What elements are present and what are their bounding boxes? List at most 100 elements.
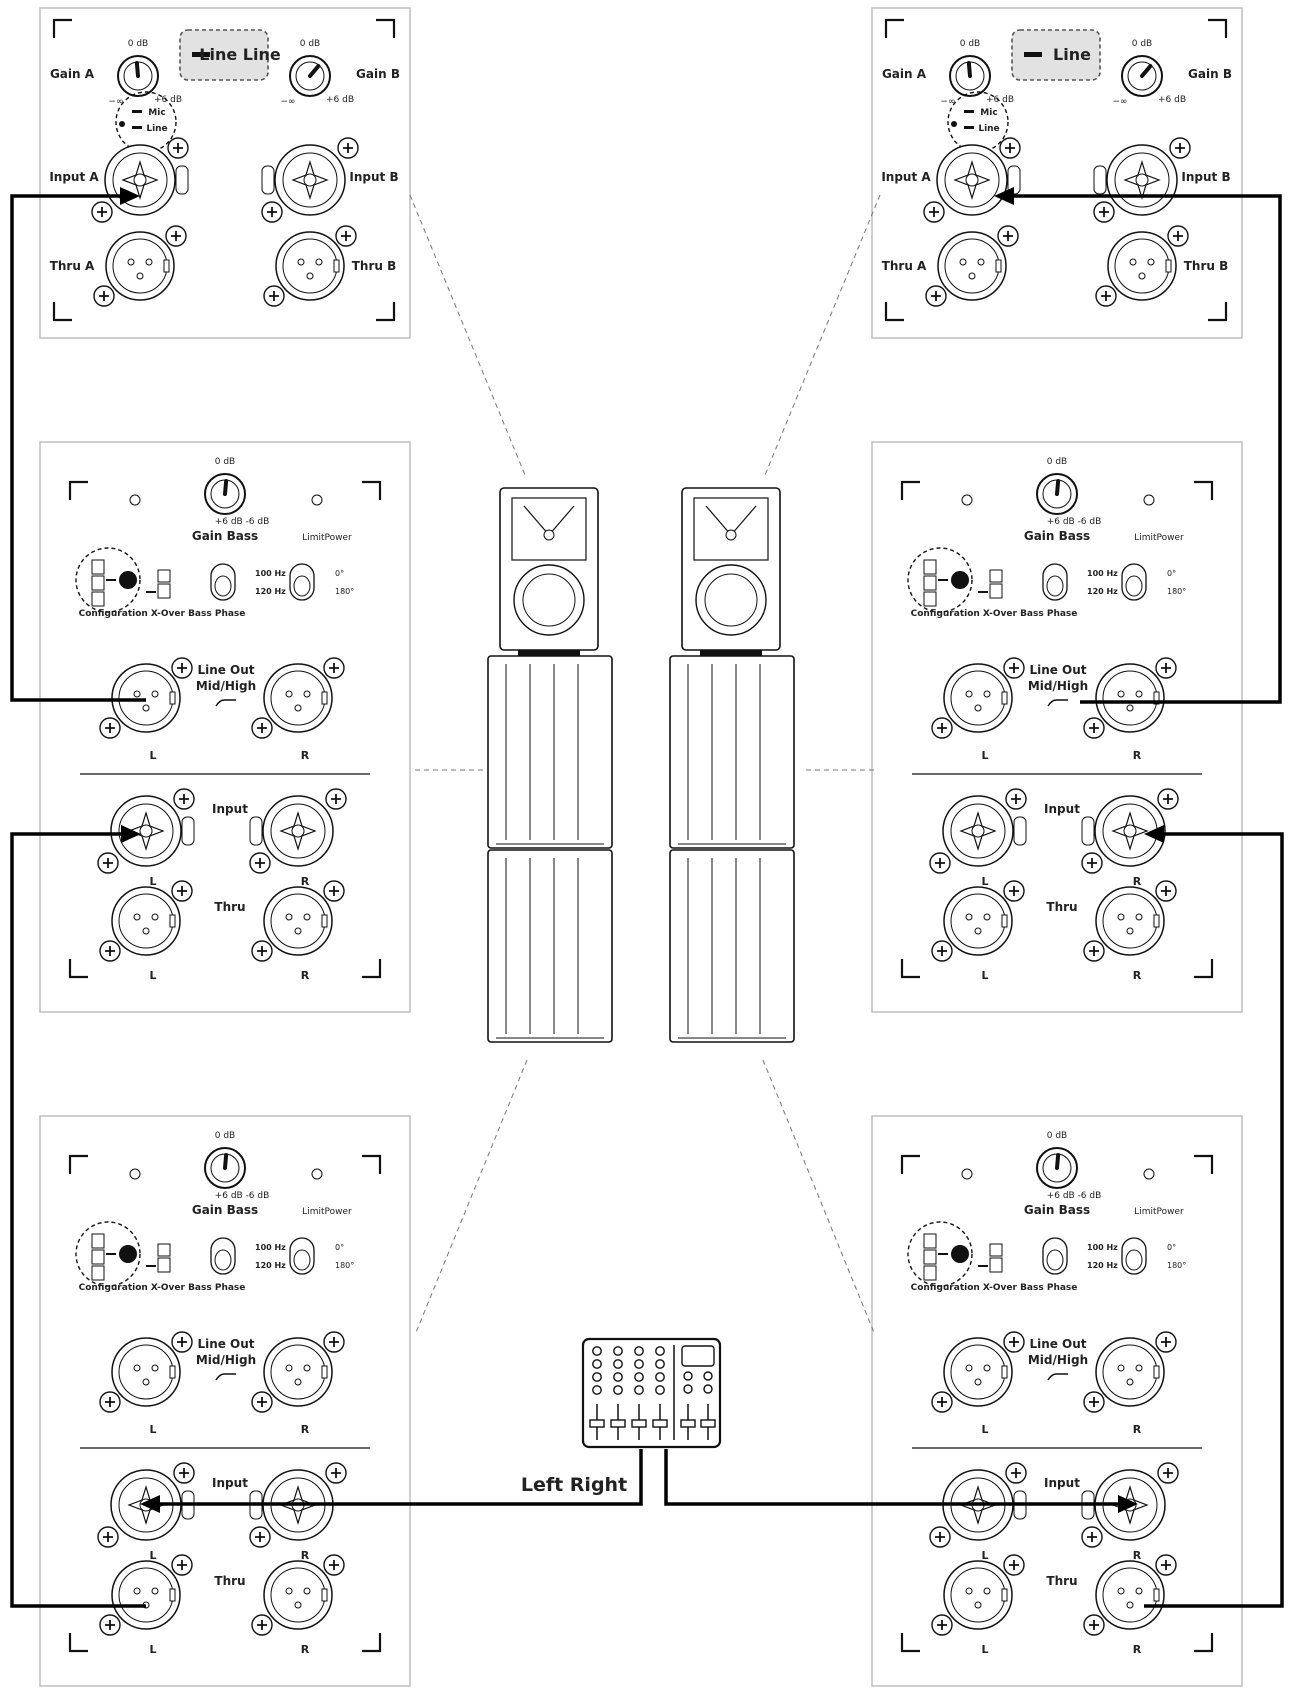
guide-line xyxy=(414,1059,528,1336)
label-zero-db: 0 dB xyxy=(215,457,235,467)
xlr-pin xyxy=(1138,272,1146,280)
gain-bass-knob xyxy=(1036,473,1078,515)
screw-cross xyxy=(269,291,279,301)
line-led xyxy=(192,52,210,57)
mixer-knob xyxy=(592,1346,602,1356)
label-hz120: 120 Hz xyxy=(1087,1261,1118,1270)
input-l-combo xyxy=(929,788,1027,874)
thru-l-xlr xyxy=(931,1554,1025,1636)
config-slot xyxy=(91,1265,105,1281)
configuration-zone xyxy=(907,547,973,613)
label-line: Line xyxy=(146,124,167,134)
label-thru: Thru xyxy=(1046,900,1077,914)
xlr-pin xyxy=(306,272,314,280)
mixer-knob xyxy=(634,1359,644,1369)
screw-cross xyxy=(1089,946,1099,956)
xlr-pin xyxy=(303,690,311,698)
screw-cross xyxy=(1163,1468,1173,1478)
label-thru: Thru xyxy=(214,1574,245,1588)
label-thru-b: Thru B xyxy=(1184,259,1229,273)
horn-icon xyxy=(511,497,587,561)
xlr-pin xyxy=(968,272,976,280)
xlr-outer xyxy=(1095,663,1165,733)
label-config-row: Configuration X-Over Bass Phase xyxy=(79,609,246,619)
corner-mark xyxy=(68,959,88,979)
line-led xyxy=(1024,52,1042,57)
label-plus-six-db: +6 dB xyxy=(154,95,182,105)
xlr-latch xyxy=(1001,691,1008,705)
combo-inner xyxy=(944,152,1000,208)
cabinet-base xyxy=(518,650,580,656)
config-slot xyxy=(989,1243,1003,1257)
combo-inner xyxy=(950,803,1006,859)
screw-cross xyxy=(1101,291,1111,301)
xlr-pin xyxy=(983,690,991,698)
mixer-knob xyxy=(655,1346,665,1356)
input-a-combo xyxy=(923,137,1021,223)
screw-cross xyxy=(331,794,341,804)
xlr-outer xyxy=(111,886,181,956)
corner-mark xyxy=(362,1633,382,1653)
fader-cap xyxy=(680,1419,696,1428)
combo-inner xyxy=(270,803,326,859)
mic-mark xyxy=(132,110,142,113)
screw-cross xyxy=(97,207,107,217)
line-mode-box xyxy=(1011,29,1101,81)
xlr-outer xyxy=(263,663,333,733)
screw-cross xyxy=(103,858,113,868)
xlr-latch xyxy=(1153,691,1160,705)
label-l: L xyxy=(149,1423,156,1436)
mixer-knob xyxy=(683,1384,693,1394)
xlr-pin xyxy=(1129,258,1137,266)
label-thru: Thru xyxy=(214,900,245,914)
label-limit-power: LimitPower xyxy=(1134,1207,1184,1217)
screw-cross xyxy=(105,1620,115,1630)
config-slot xyxy=(157,583,171,599)
input-b-combo xyxy=(261,137,359,223)
screw-cross xyxy=(171,231,181,241)
screw-cross xyxy=(105,946,115,956)
screw-cross xyxy=(1161,886,1171,896)
label-mid-high: Mid/High xyxy=(1028,1353,1088,1367)
label-deg0: 0° xyxy=(1167,569,1176,578)
label-line-out: Line Out xyxy=(1029,663,1086,677)
mic-line-selector-zone xyxy=(947,91,1009,153)
combo-latch xyxy=(1013,816,1027,846)
mixer-display xyxy=(681,1345,715,1367)
knob-pointer xyxy=(223,479,229,496)
cabinet-base xyxy=(700,650,762,656)
xlr-latch xyxy=(321,1365,328,1379)
status-led xyxy=(311,1168,323,1180)
config-slot xyxy=(923,1249,937,1265)
xlr-latch xyxy=(169,1588,176,1602)
xlr-outer xyxy=(263,1337,333,1407)
audio-cable xyxy=(1144,832,1284,1608)
mixer-knob xyxy=(613,1359,623,1369)
panel-frame xyxy=(39,1115,411,1687)
corner-mark xyxy=(376,18,396,38)
screw-cross xyxy=(931,291,941,301)
label-thru-b: Thru B xyxy=(352,259,397,273)
label-l: L xyxy=(149,749,156,762)
xlr-outer xyxy=(275,231,345,301)
config-slot xyxy=(923,591,937,607)
xlr-latch xyxy=(1165,259,1172,273)
label-mic: Mic xyxy=(980,108,997,118)
mixer-knob xyxy=(634,1372,644,1382)
combo-latch xyxy=(1081,816,1095,846)
label-zero-db: 0 dB xyxy=(1047,1131,1067,1141)
label-left-right: Left Right xyxy=(521,1474,627,1496)
label-mid-high: Mid/High xyxy=(1028,679,1088,693)
fader-cap xyxy=(610,1419,626,1428)
config-selected-dot xyxy=(119,571,137,589)
label-r: R xyxy=(1133,875,1142,888)
xlr-latch xyxy=(321,1588,328,1602)
label-hz120: 120 Hz xyxy=(255,587,286,596)
audio-cable xyxy=(10,832,146,1608)
xlr-pin xyxy=(133,690,141,698)
screw-cross xyxy=(1005,143,1015,153)
label-deg0: 0° xyxy=(1167,1243,1176,1252)
